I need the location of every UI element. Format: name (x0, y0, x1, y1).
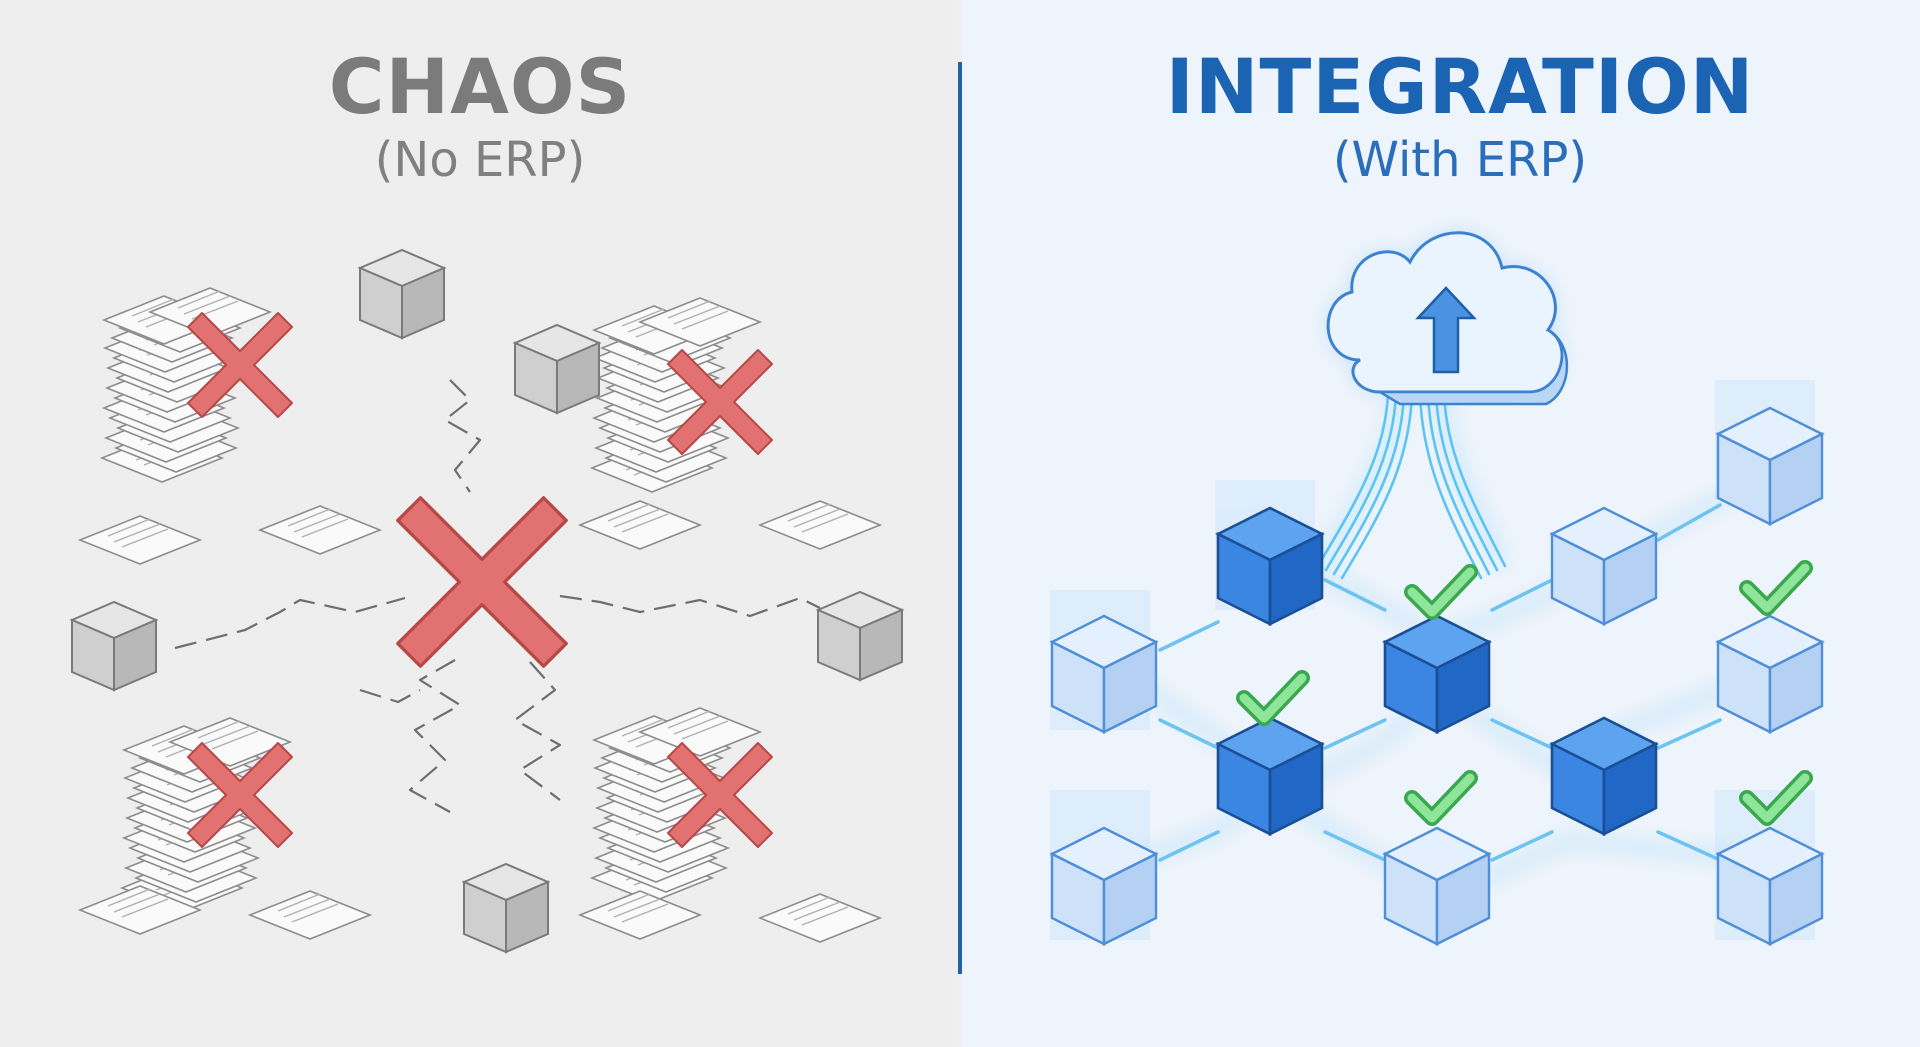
cube-icon (1550, 716, 1658, 836)
data-streams (1316, 384, 1507, 580)
cube-icon (1383, 614, 1491, 734)
cloud-upload-icon (1326, 231, 1569, 406)
connector-line (1158, 503, 1722, 862)
integration-subtitle: (With ERP) (1332, 132, 1588, 188)
chaos-illustration (71, 249, 903, 953)
check-icon (1412, 778, 1470, 818)
integration-title: INTEGRATION (1165, 42, 1755, 131)
check-icon (1747, 568, 1805, 608)
check-icon (1412, 572, 1470, 612)
panel-divider (958, 62, 962, 974)
cube-icon (1216, 506, 1324, 626)
chaos-subtitle: (No ERP) (374, 132, 586, 188)
cube-icon (1216, 716, 1324, 836)
chaos-title: CHAOS (328, 42, 632, 131)
cube-icon (1383, 826, 1491, 946)
check-icon (1244, 678, 1302, 718)
cube-icon (1716, 614, 1824, 734)
cube-icon (1716, 826, 1824, 946)
cube-icon (1050, 826, 1158, 946)
broken-lines (174, 379, 821, 813)
cube-icon (1716, 406, 1824, 526)
cube-icon (1050, 614, 1158, 734)
cube-icon (1550, 506, 1658, 626)
